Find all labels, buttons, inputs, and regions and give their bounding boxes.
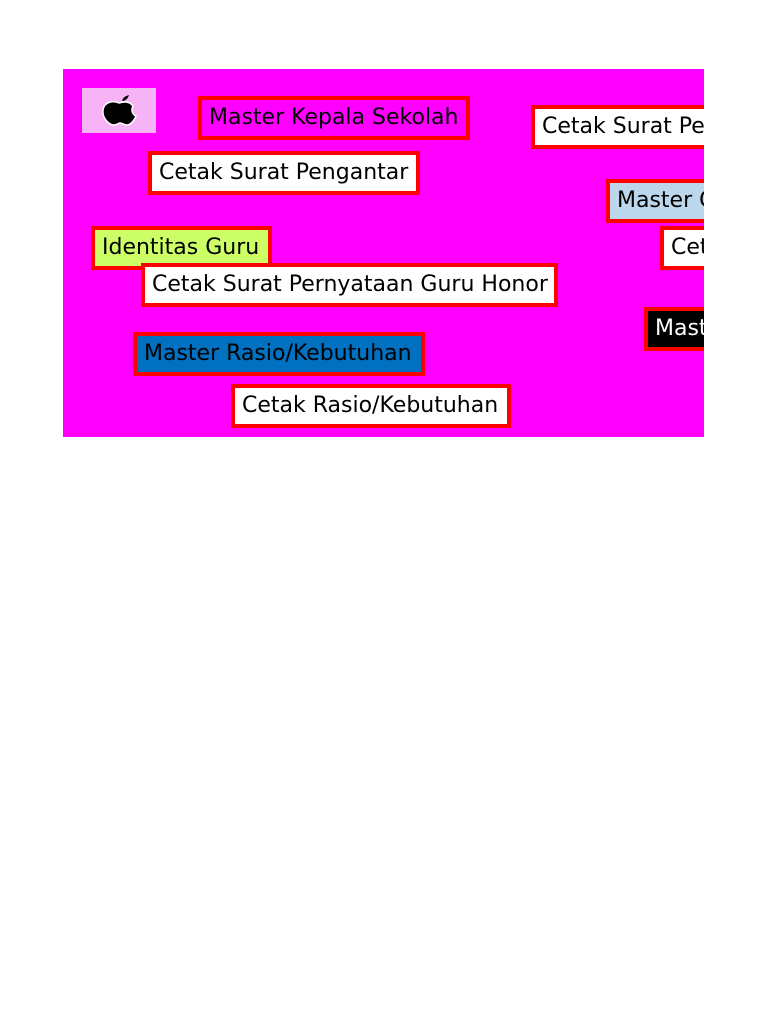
master-kepala-sekolah-button[interactable]: Master Kepala Sekolah bbox=[198, 96, 470, 140]
cetak-surat-pe-button[interactable]: Cetak Surat Pe bbox=[531, 105, 704, 149]
apple-icon bbox=[102, 94, 137, 126]
identitas-guru-button[interactable]: Identitas Guru bbox=[91, 226, 272, 270]
master-rasio-kebutuhan-button[interactable]: Master Rasio/Kebutuhan bbox=[133, 332, 425, 376]
mast-button[interactable]: Mast bbox=[644, 307, 704, 351]
cetak-rasio-kebutuhan-button[interactable]: Cetak Rasio/Kebutuhan bbox=[231, 384, 511, 428]
cetak-surat-pengantar-button[interactable]: Cetak Surat Pengantar bbox=[148, 151, 420, 195]
menu-panel: Master Kepala Sekolah Cetak Surat Pe Cet… bbox=[63, 69, 704, 437]
cet-button[interactable]: Cet bbox=[660, 226, 704, 270]
logo[interactable] bbox=[82, 88, 156, 133]
master-g-button[interactable]: Master G bbox=[606, 179, 704, 223]
cetak-surat-pernyataan-guru-honor-button[interactable]: Cetak Surat Pernyataan Guru Honor bbox=[141, 263, 558, 307]
